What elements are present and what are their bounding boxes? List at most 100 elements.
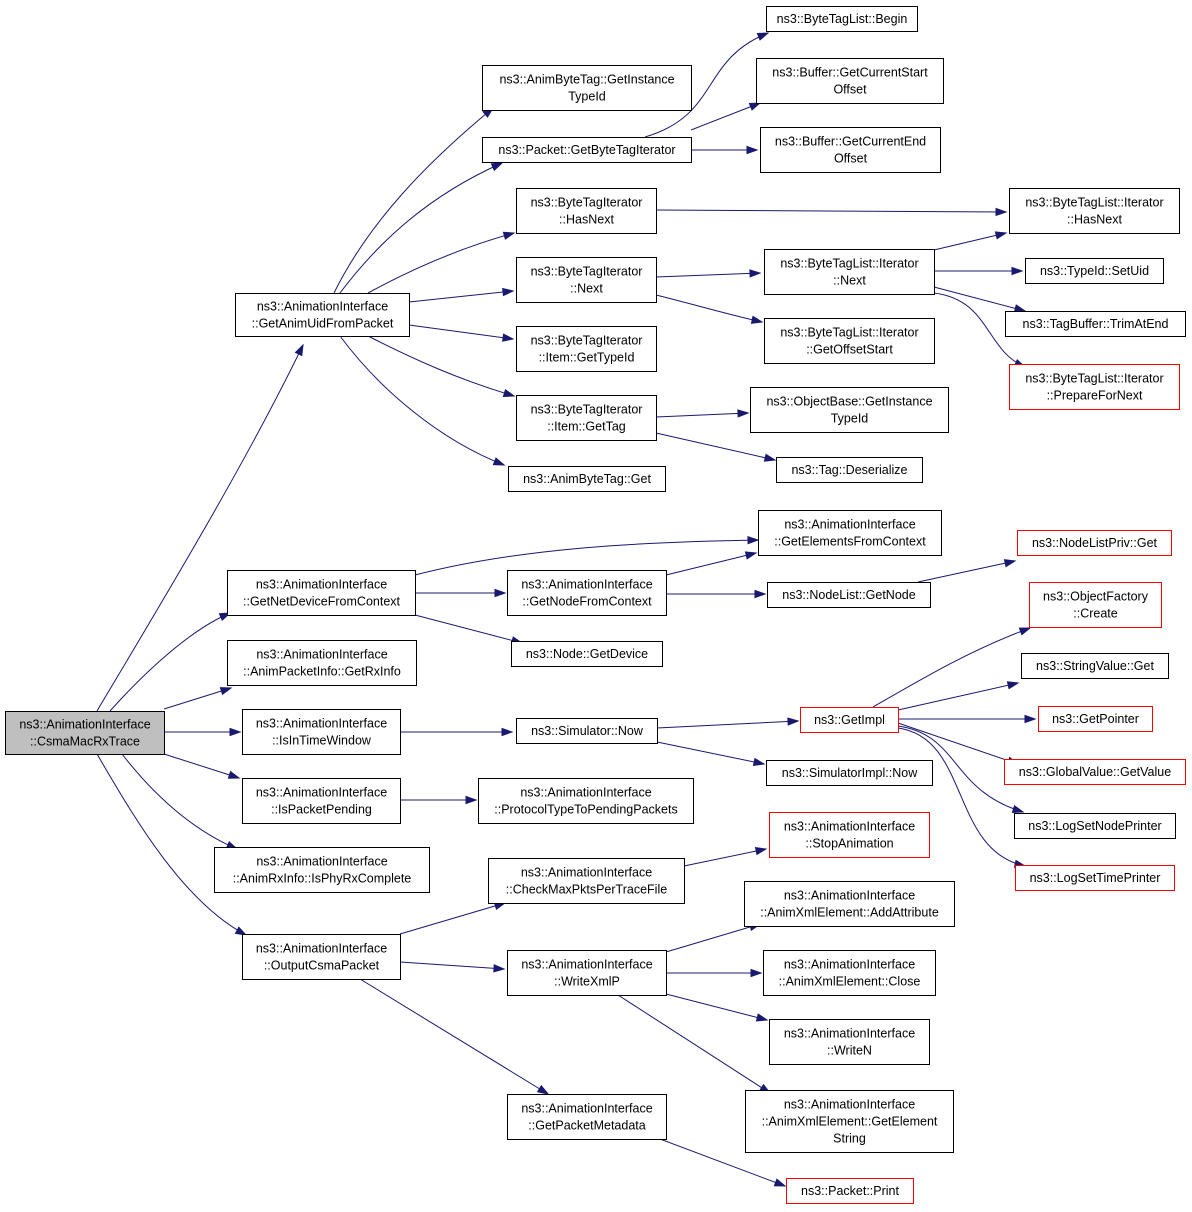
node-label-line: Offset <box>834 152 868 166</box>
node-logSetNodePrinter[interactable]: ns3::LogSetNodePrinter <box>1014 813 1176 839</box>
node-getElementString[interactable]: ns3::AnimationInterface::AnimXmlElement:… <box>745 1090 954 1153</box>
node-checkMaxPkts[interactable]: ns3::AnimationInterface::CheckMaxPktsPer… <box>488 858 685 904</box>
arrowhead <box>763 453 777 462</box>
node-stringValueGet[interactable]: ns3::StringValue::Get <box>1021 653 1169 679</box>
node-box <box>750 387 949 433</box>
node-label-line: ns3::Simulator::Now <box>531 724 644 738</box>
edge-root-to-isPacketPending <box>163 753 241 779</box>
node-box <box>242 934 401 980</box>
arrowhead <box>754 847 768 856</box>
node-animByteTagGet[interactable]: ns3::AnimByteTag::Get <box>508 466 666 492</box>
arrowhead <box>747 535 760 545</box>
node-layer: ns3::AnimationInterface::CsmaMacRxTracen… <box>5 6 1186 1204</box>
arrowhead <box>1011 266 1024 276</box>
node-box <box>1029 582 1162 628</box>
edge-root-to-getAnimUid <box>96 343 304 712</box>
node-label-line: ns3::TypeId::SetUid <box>1040 264 1149 278</box>
node-getByteTagIterator[interactable]: ns3::Packet::GetByteTagIterator <box>482 137 692 163</box>
edge-root-to-outputCsmaPacket <box>96 753 248 936</box>
node-addAttribute[interactable]: ns3::AnimationInterface::AnimXmlElement:… <box>744 881 955 927</box>
node-writeN[interactable]: ns3::AnimationInterface::WriteN <box>769 1019 930 1065</box>
node-xmlClose[interactable]: ns3::AnimationInterface::AnimXmlElement:… <box>763 950 936 996</box>
node-btiHasNext[interactable]: ns3::ByteTagIterator::HasNext <box>516 188 657 234</box>
node-root[interactable]: ns3::AnimationInterface::CsmaMacRxTrace <box>5 711 165 755</box>
node-label-line: ::GetAnimUidFromPacket <box>252 317 394 331</box>
node-box <box>1038 706 1153 732</box>
node-label-line: ns3::AnimationInterface <box>784 1098 915 1112</box>
node-label-line: ns3::AnimationInterface <box>784 1027 915 1041</box>
node-packetPrint[interactable]: ns3::Packet::Print <box>786 1178 914 1204</box>
node-label-line: ns3::AnimationInterface <box>257 300 388 314</box>
node-label-line: ns3::ByteTagList::Iterator <box>780 257 918 271</box>
node-protocolTypeToPending[interactable]: ns3::AnimationInterface::ProtocolTypeToP… <box>478 778 694 824</box>
node-getPacketMetadata[interactable]: ns3::AnimationInterface::GetPacketMetada… <box>507 1094 667 1140</box>
node-box <box>516 326 657 372</box>
arrowhead <box>787 717 800 726</box>
node-globalValueGet[interactable]: ns3::GlobalValue::GetValue <box>1004 759 1186 785</box>
node-stopAnimation[interactable]: ns3::AnimationInterface::StopAnimation <box>769 812 930 858</box>
node-box <box>767 582 931 608</box>
node-getNetDevice[interactable]: ns3::AnimationInterface::GetNetDeviceFro… <box>227 570 416 616</box>
node-btiNext[interactable]: ns3::ByteTagIterator::Next <box>516 257 657 303</box>
node-simulatorNow[interactable]: ns3::Simulator::Now <box>516 718 658 744</box>
edge-writeXmlP-to-getElementString <box>617 994 772 1094</box>
node-nodeListPrivGet[interactable]: ns3::NodeListPriv::Get <box>1017 530 1172 556</box>
node-btlIterHasNext[interactable]: ns3::ByteTagList::Iterator::HasNext <box>1009 188 1180 234</box>
arrowhead <box>502 287 515 297</box>
node-nodeGetDevice[interactable]: ns3::Node::GetDevice <box>511 641 663 667</box>
edge-simulatorNow-to-getImpl <box>656 717 800 729</box>
node-outputCsmaPacket[interactable]: ns3::AnimationInterface::OutputCsmaPacke… <box>242 934 401 980</box>
node-box <box>482 65 692 111</box>
node-btlIterNext[interactable]: ns3::ByteTagList::Iterator::Next <box>764 249 935 295</box>
node-getImpl[interactable]: ns3::GetImpl <box>800 707 899 733</box>
node-simulatorImplNow[interactable]: ns3::SimulatorImpl::Now <box>766 760 933 786</box>
node-label-line: ::GetPacketMetadata <box>528 1119 645 1133</box>
node-nodeListGetNode[interactable]: ns3::NodeList::GetNode <box>767 582 931 608</box>
node-byteTagListBegin[interactable]: ns3::ByteTagList::Begin <box>766 6 918 32</box>
node-btiItemGetTag[interactable]: ns3::ByteTagIterator::Item::GetTag <box>516 395 657 441</box>
node-animRxInfoComplete[interactable]: ns3::AnimationInterface::AnimRxInfo::IsP… <box>214 847 430 893</box>
node-objectFactoryCreate[interactable]: ns3::ObjectFactory::Create <box>1029 582 1162 628</box>
node-label-line: ::GetNodeFromContext <box>522 595 652 609</box>
node-logSetTimePrinter[interactable]: ns3::LogSetTimePrinter <box>1015 865 1175 891</box>
arrowhead <box>234 926 248 936</box>
node-label-line: ns3::Packet::GetByteTagIterator <box>498 143 675 157</box>
node-animPacketInfoRx[interactable]: ns3::AnimationInterface::AnimPacketInfo:… <box>227 640 417 686</box>
node-tagBufferTrim[interactable]: ns3::TagBuffer::TrimAtEnd <box>1005 311 1186 337</box>
node-writeXmlP[interactable]: ns3::AnimationInterface::WriteXmlP <box>507 950 667 996</box>
node-btlIterOffsetStart[interactable]: ns3::ByteTagList::Iterator::GetOffsetSta… <box>764 318 935 364</box>
node-label-line: ns3::Node::GetDevice <box>526 647 648 661</box>
node-btiItemTypeId[interactable]: ns3::ByteTagIterator::Item::GetTypeId <box>516 326 657 372</box>
node-box <box>5 711 165 755</box>
edge-getPacketMetadata-to-packetPrint <box>659 1138 787 1187</box>
edge-outputCsmaPacket-to-checkMaxPkts <box>399 901 507 935</box>
node-label-line: ns3::Tag::Deserialize <box>791 463 907 477</box>
node-getNodeFromContext[interactable]: ns3::AnimationInterface::GetNodeFromCont… <box>507 570 667 616</box>
node-tagDeserialize[interactable]: ns3::Tag::Deserialize <box>776 457 923 483</box>
node-label-line: ns3::ByteTagList::Iterator <box>780 326 918 340</box>
node-label-line: ns3::AnimationInterface <box>520 786 651 800</box>
arrowhead <box>492 457 506 466</box>
node-typeIdSetUid[interactable]: ns3::TypeId::SetUid <box>1025 258 1164 284</box>
edge-getAnimUid-to-btiNext <box>408 287 515 303</box>
node-box <box>760 127 941 173</box>
node-isInTimeWindow[interactable]: ns3::AnimationInterface::IsInTimeWindow <box>242 709 401 755</box>
node-getAnimUid[interactable]: ns3::AnimationInterface::GetAnimUidFromP… <box>235 293 410 337</box>
node-label-line: ns3::ByteTagIterator <box>531 403 643 417</box>
node-label-line: ns3::GlobalValue::GetValue <box>1019 765 1171 779</box>
node-label-line: ns3::NodeList::GetNode <box>782 588 915 602</box>
node-box <box>242 709 401 755</box>
node-getPointer[interactable]: ns3::GetPointer <box>1038 706 1153 732</box>
node-label-line: ::Next <box>570 282 603 296</box>
arrowhead <box>219 687 233 696</box>
node-prepareForNext[interactable]: ns3::ByteTagList::Iterator::PrepareForNe… <box>1009 364 1180 410</box>
node-label-line: TypeId <box>568 90 606 104</box>
node-isPacketPending[interactable]: ns3::AnimationInterface::IsPacketPending <box>242 778 401 824</box>
node-getElements[interactable]: ns3::AnimationInterface::GetElementsFrom… <box>758 510 942 556</box>
arrowhead <box>294 343 304 357</box>
